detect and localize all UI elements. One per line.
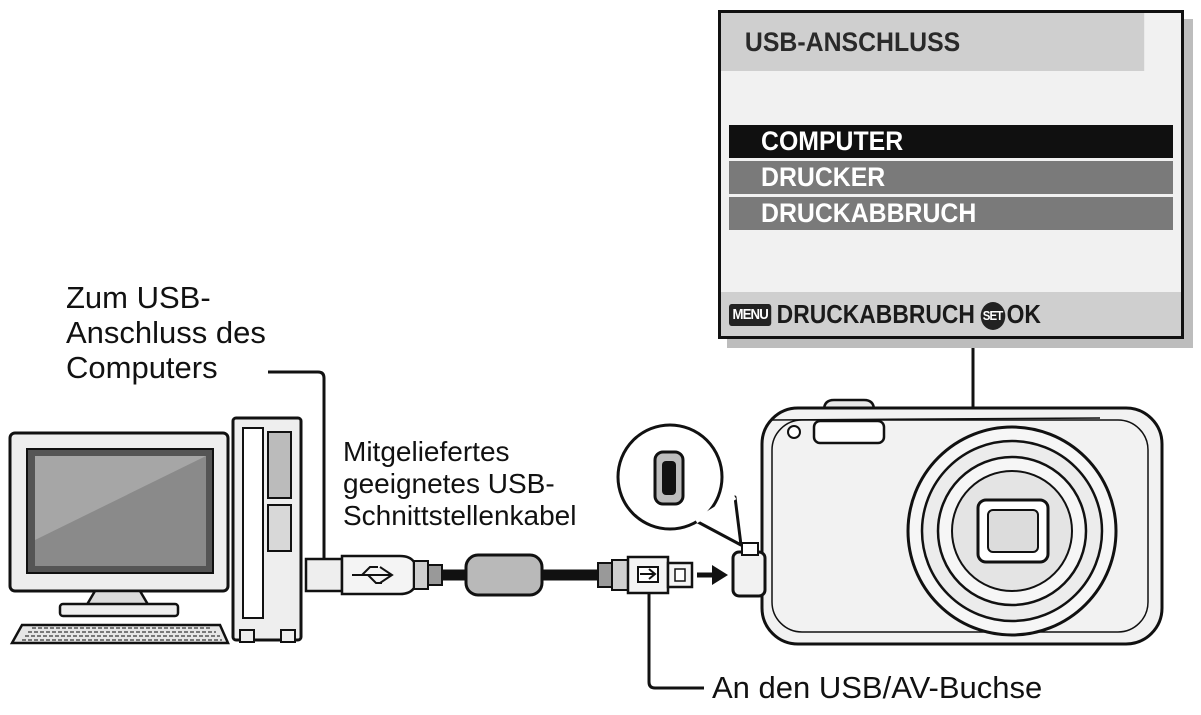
camera-usb-menu: USB-ANSCHLUSS COMPUTER DRUCKER DRUCKABBR… bbox=[718, 10, 1184, 339]
camera-port-label: An den USB/AV-Buchse bbox=[712, 670, 1043, 705]
menu-option-printer[interactable]: DRUCKER bbox=[729, 161, 1173, 194]
set-key-icon: SET bbox=[980, 302, 1005, 330]
label-line: Anschluss des bbox=[66, 315, 266, 350]
pc-tower-icon bbox=[231, 416, 303, 643]
menu-key-icon: MENU bbox=[729, 304, 772, 326]
label-line: Computers bbox=[66, 350, 218, 385]
leader-camera-port bbox=[647, 588, 704, 690]
label-line: Zum USB- bbox=[66, 280, 211, 315]
port-callout-icon bbox=[616, 423, 743, 547]
menu-key-action: DRUCKABBRUCH bbox=[776, 299, 975, 329]
menu-title: USB-ANSCHLUSS bbox=[721, 13, 1145, 71]
monitor-icon bbox=[8, 431, 230, 618]
keyboard-icon bbox=[9, 623, 230, 645]
insert-arrow-icon bbox=[697, 565, 728, 585]
camera-icon bbox=[731, 398, 1164, 646]
computer-port-label: Zum USB- Anschluss des Computers bbox=[66, 280, 266, 385]
menu-option-label: DRUCKER bbox=[761, 162, 886, 192]
label-line: Mitgeliefertes bbox=[343, 436, 510, 467]
mini-usb-plug-icon bbox=[597, 555, 694, 595]
cable-label: Mitgeliefertes geeignetes USB- Schnittst… bbox=[343, 436, 576, 532]
label-line: Schnittstellenkabel bbox=[343, 500, 577, 531]
usb-cable bbox=[442, 553, 600, 597]
leader-computer-port bbox=[268, 370, 326, 560]
label-line: geeignetes USB- bbox=[343, 468, 555, 499]
menu-option-computer[interactable]: COMPUTER bbox=[729, 125, 1173, 158]
set-key-action: OK bbox=[1006, 299, 1041, 329]
menu-option-label: DRUCKABBRUCH bbox=[761, 198, 977, 228]
leader-lines bbox=[268, 339, 975, 690]
menu-option-label: COMPUTER bbox=[761, 126, 904, 156]
usb-a-plug-icon bbox=[304, 554, 443, 596]
menu-option-cancel[interactable]: DRUCKABBRUCH bbox=[729, 197, 1173, 230]
